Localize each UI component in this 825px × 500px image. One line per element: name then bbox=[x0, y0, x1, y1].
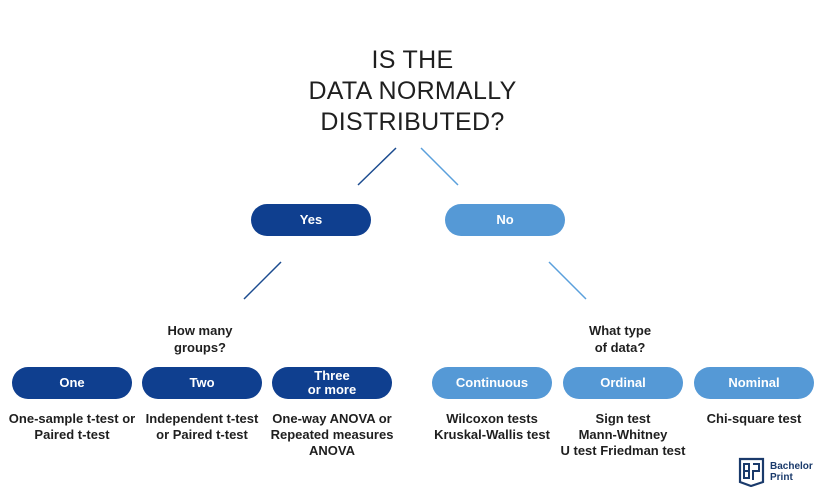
result-two-line-1: Independent t-test bbox=[145, 411, 259, 426]
datatype-question-line-1: What type bbox=[588, 323, 652, 338]
option-two-pill: Two bbox=[142, 367, 262, 399]
title-line-1: IS THE bbox=[371, 46, 454, 74]
result-two-line-2: or Paired t-test bbox=[156, 427, 248, 442]
result-one: One-sample t-test or Paired t-test bbox=[7, 411, 137, 443]
no-pill: No bbox=[445, 204, 565, 236]
bachelorprint-logo: Bachelor Print bbox=[738, 457, 813, 487]
result-one-line-1: One-sample t-test or bbox=[8, 411, 136, 426]
option-nominal-pill: Nominal bbox=[694, 367, 814, 399]
bp-logo-icon bbox=[738, 457, 765, 487]
connector-title-yes bbox=[357, 147, 397, 186]
groups-question-line-2: groups? bbox=[174, 340, 226, 355]
result-three-line-2: Repeated measures bbox=[270, 427, 394, 442]
result-one-line-2: Paired t-test bbox=[34, 427, 110, 442]
datatype-question-line-2: of data? bbox=[594, 340, 646, 355]
option-ordinal-pill: Ordinal bbox=[563, 367, 683, 399]
connector-yes-groups bbox=[243, 261, 282, 300]
result-continuous: Wilcoxon tests Kruskal-Wallis test bbox=[427, 411, 557, 443]
title-line-3: DISTRIBUTED? bbox=[320, 108, 505, 136]
logo-text: Bachelor Print bbox=[770, 461, 813, 483]
result-ordinal: Sign test Mann-Whitney U test Friedman t… bbox=[558, 411, 688, 459]
yes-pill: Yes bbox=[251, 204, 371, 236]
result-continuous-line-1: Wilcoxon tests bbox=[446, 411, 538, 426]
groups-question: How many groups? bbox=[140, 322, 260, 356]
result-ordinal-line-1: Sign test bbox=[595, 411, 651, 426]
connector-title-no bbox=[420, 147, 459, 186]
result-ordinal-line-2: Mann-Whitney bbox=[578, 427, 668, 442]
title-line-2: DATA NORMALLY bbox=[308, 77, 517, 105]
option-continuous-pill: Continuous bbox=[432, 367, 552, 399]
option-one-pill: One bbox=[12, 367, 132, 399]
result-ordinal-line-3: U test Friedman test bbox=[560, 443, 686, 458]
result-two: Independent t-test or Paired t-test bbox=[137, 411, 267, 443]
result-nominal-line-1: Chi-square test bbox=[706, 411, 802, 426]
option-three-line-1: Three bbox=[314, 368, 350, 383]
logo-text-line-2: Print bbox=[770, 472, 793, 483]
result-nominal: Chi-square test bbox=[689, 411, 819, 427]
connector-no-datatype bbox=[548, 261, 587, 300]
datatype-question: What type of data? bbox=[560, 322, 680, 356]
result-three-line-3: ANOVA bbox=[309, 443, 355, 458]
result-three: One-way ANOVA or Repeated measures ANOVA bbox=[267, 411, 397, 459]
groups-question-line-1: How many bbox=[167, 323, 233, 338]
logo-text-line-1: Bachelor bbox=[770, 461, 813, 472]
option-three-line-2: or more bbox=[307, 382, 357, 397]
result-continuous-line-2: Kruskal-Wallis test bbox=[434, 427, 550, 442]
option-three-pill: Three or more bbox=[272, 367, 392, 399]
result-three-line-1: One-way ANOVA or bbox=[272, 411, 392, 426]
